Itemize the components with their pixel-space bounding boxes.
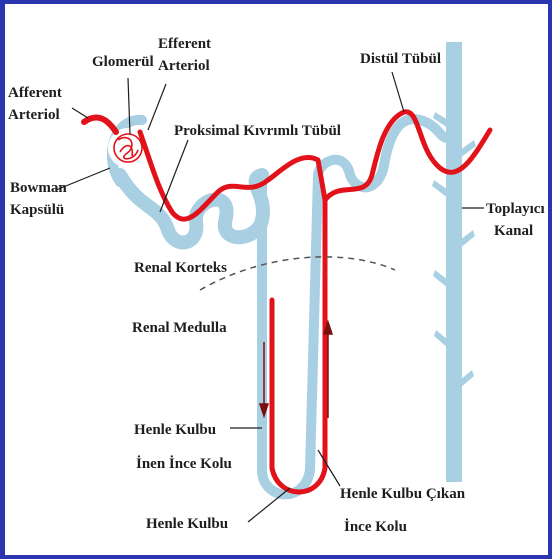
- labels: Afferent Arteriol Glomerül Efferent Arte…: [8, 36, 545, 535]
- label-bowman-line1: Bowman: [10, 180, 67, 196]
- afferent-arteriole: [84, 117, 116, 132]
- cortex-medulla-boundary: [200, 257, 395, 290]
- label-henle-cikan-line1: Henle Kulbu Çıkan: [340, 486, 466, 502]
- label-henle-inen-line2: İnen İnce Kolu: [136, 455, 232, 472]
- label-henle-inen-line1: Henle Kulbu: [134, 422, 216, 438]
- label-henle-kulbu: Henle Kulbu: [146, 516, 228, 532]
- label-toplayici-line1: Toplayıcı: [486, 201, 545, 217]
- label-afferent-line1: Afferent: [8, 85, 62, 101]
- label-henle-cikan-line2: İnce Kolu: [344, 518, 407, 535]
- label-afferent-line2: Arteriol: [8, 107, 60, 123]
- label-proksimal: Proksimal Kıvrımlı Tübül: [174, 123, 341, 139]
- label-medulla: Renal Medulla: [132, 320, 227, 336]
- label-efferent-line1: Efferent: [158, 36, 211, 52]
- efferent-arteriole: [140, 132, 325, 492]
- collecting-duct: [432, 42, 476, 482]
- nephron-tubule: [120, 119, 447, 494]
- label-toplayici-line2: Kanal: [494, 223, 533, 239]
- label-korteks: Renal Korteks: [134, 260, 227, 276]
- label-glomerul: Glomerül: [92, 54, 154, 70]
- label-distal: Distül Tübül: [360, 51, 441, 67]
- label-bowman-line2: Kapsülü: [10, 202, 64, 218]
- label-efferent-line2: Arteriol: [158, 58, 210, 74]
